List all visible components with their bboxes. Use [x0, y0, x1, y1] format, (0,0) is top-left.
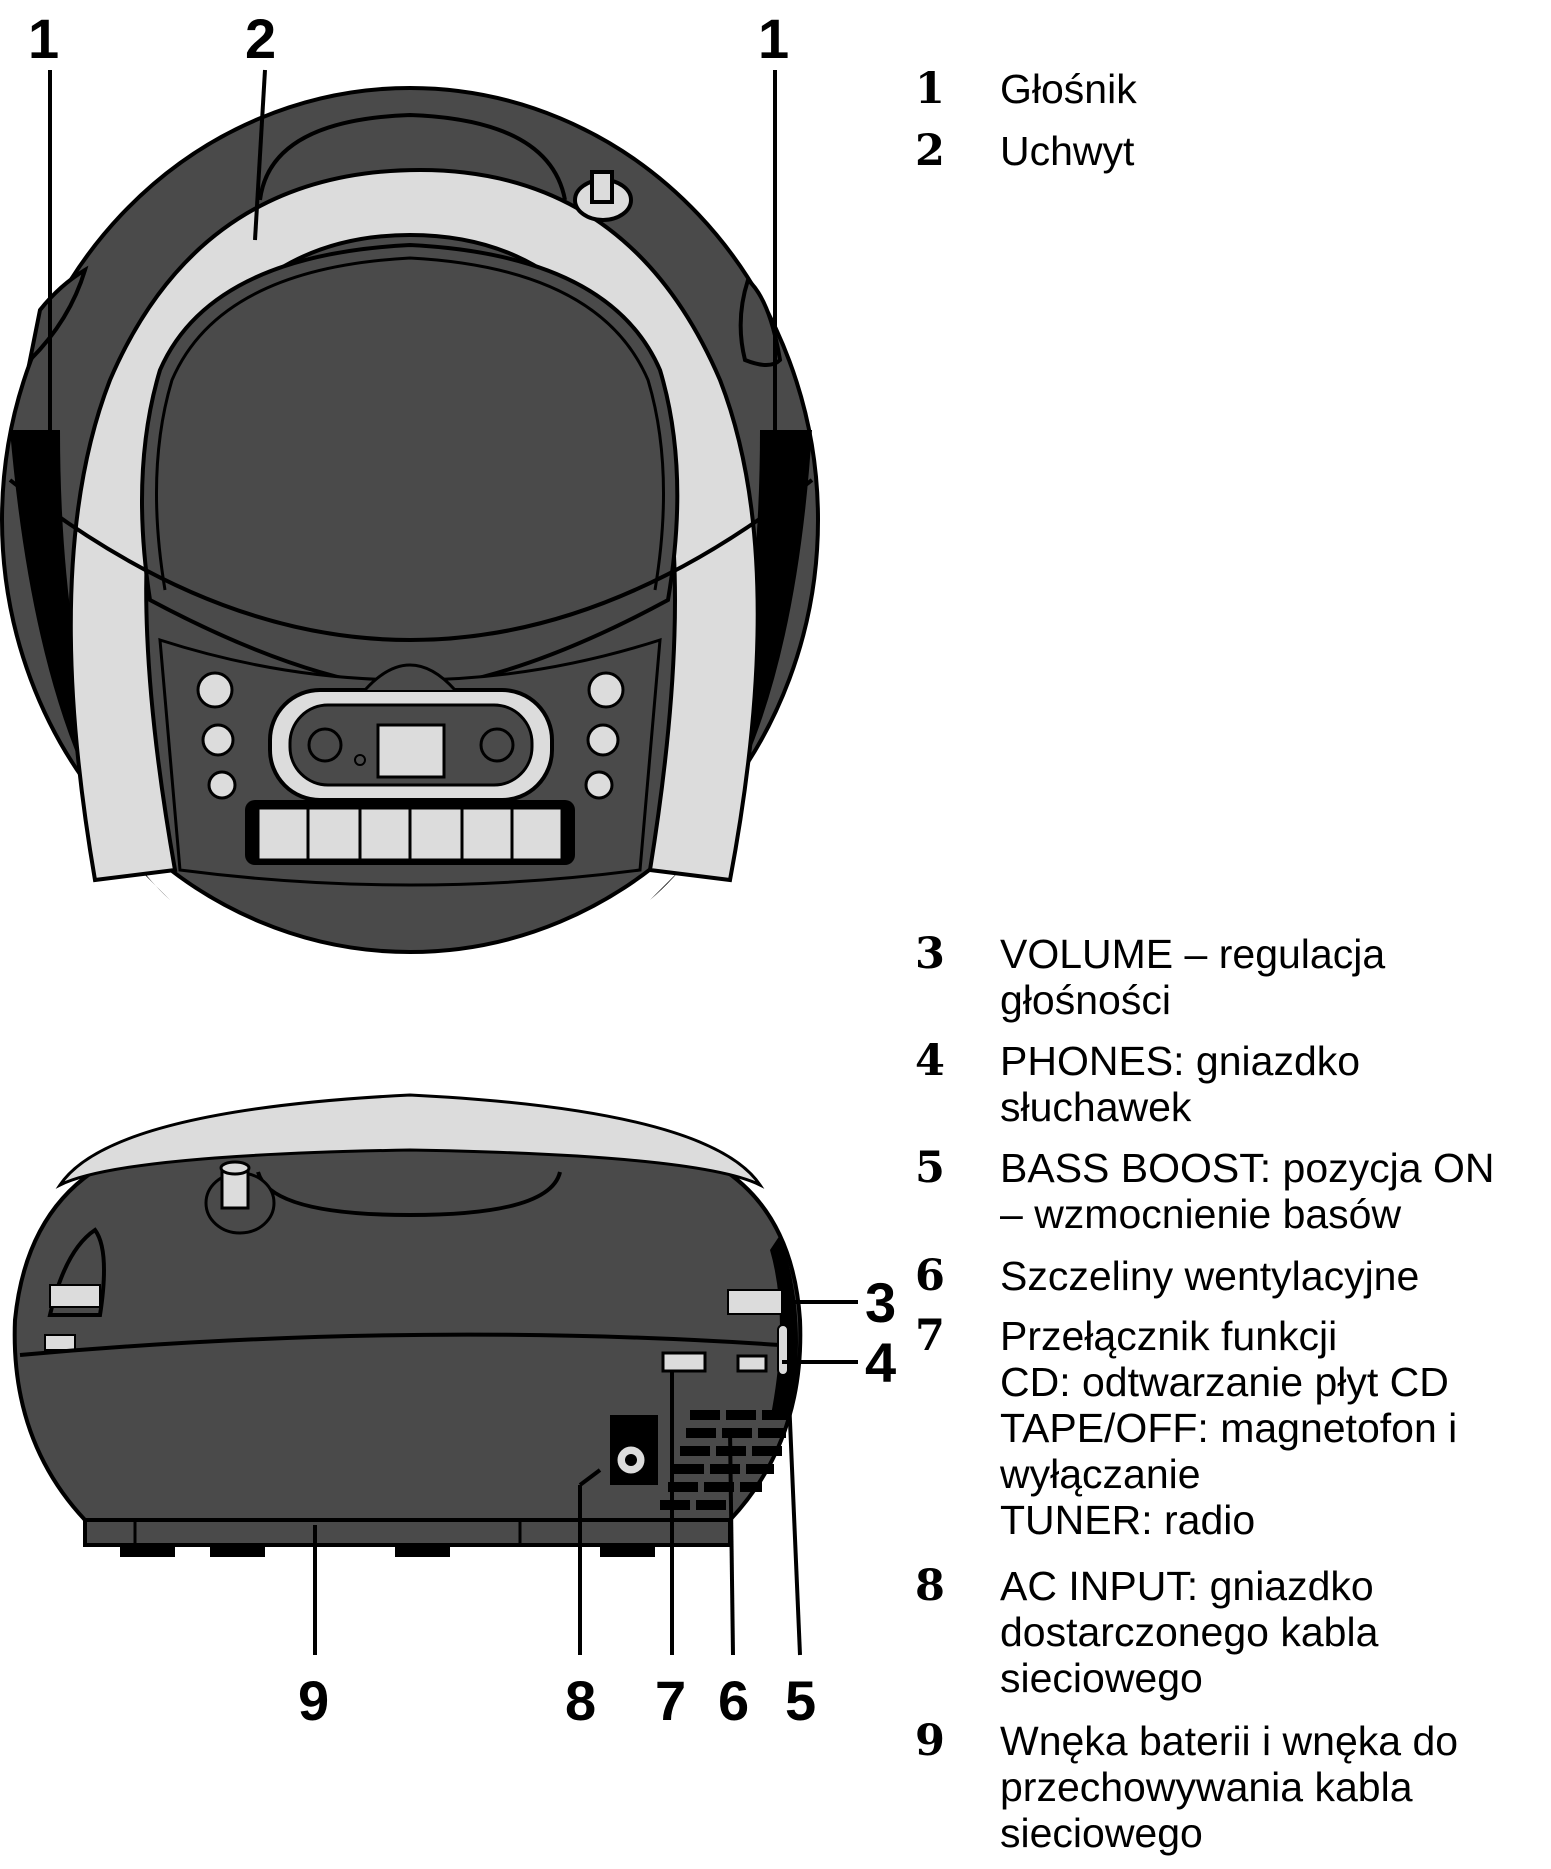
leader-2 [253, 69, 267, 241]
legend-text: Wnęka baterii i wnęka do przechowywania … [1000, 1718, 1459, 1856]
legend-number: 3 [915, 929, 945, 979]
legend-number: 8 [915, 1561, 945, 1611]
legend-text: Głośnik [1000, 66, 1137, 112]
back-view [12, 1093, 858, 1656]
cd-lid [140, 242, 680, 693]
panel-button [587, 671, 625, 709]
callout-3: 3 [865, 1271, 896, 1334]
callout-5: 5 [785, 1669, 816, 1732]
legend-text: Szczeliny wentylacyjne [1000, 1253, 1420, 1299]
callout-9: 9 [298, 1669, 329, 1732]
callout-7: 7 [655, 1669, 686, 1732]
panel-button [201, 723, 235, 757]
callout-1-right: 1 [758, 7, 789, 70]
callout-2: 2 [245, 7, 276, 70]
panel-button [196, 671, 234, 709]
bass-boost-switch [777, 1324, 789, 1376]
left-vent [49, 1284, 101, 1308]
legend-number: 1 [915, 64, 945, 114]
legend-number: 5 [915, 1143, 945, 1193]
legend-number: 7 [915, 1311, 945, 1361]
leader-5 [786, 1374, 802, 1656]
callout-8: 8 [565, 1669, 596, 1732]
legend-text: AC INPUT: gniazdko dostarczonego kabla s… [1000, 1563, 1379, 1701]
legend-number: 2 [915, 126, 945, 176]
legend-number: 6 [915, 1251, 945, 1301]
leader-8 [578, 1468, 602, 1487]
leader-6 [728, 1429, 735, 1656]
callout-6: 6 [718, 1669, 749, 1732]
legend-text: BASS BOOST: pozycja ON – wzmocnienie bas… [1000, 1145, 1495, 1237]
callout-4: 4 [865, 1331, 896, 1394]
legend-number: 4 [915, 1036, 945, 1086]
volume-control [727, 1289, 783, 1315]
volume-knob [738, 276, 783, 367]
legend-text: PHONES: gniazdko słuchawek [1000, 1038, 1361, 1130]
top-view [0, 69, 820, 954]
legend-text: Przełącznik funkcji CD: odtwarzanie płyt… [1000, 1313, 1458, 1543]
function-switch [661, 1351, 707, 1373]
callout-1-left: 1 [28, 7, 59, 70]
panel-button [584, 770, 614, 800]
phones-jack [736, 1354, 768, 1373]
legend-text: VOLUME – regulacja głośności [1000, 931, 1386, 1023]
legend-number: 9 [915, 1716, 945, 1766]
legend-text: Uchwyt [1000, 128, 1135, 174]
battery-compartment [83, 1518, 732, 1547]
panel-button [586, 723, 620, 757]
panel-button [207, 770, 237, 800]
back-body [12, 1108, 803, 1522]
